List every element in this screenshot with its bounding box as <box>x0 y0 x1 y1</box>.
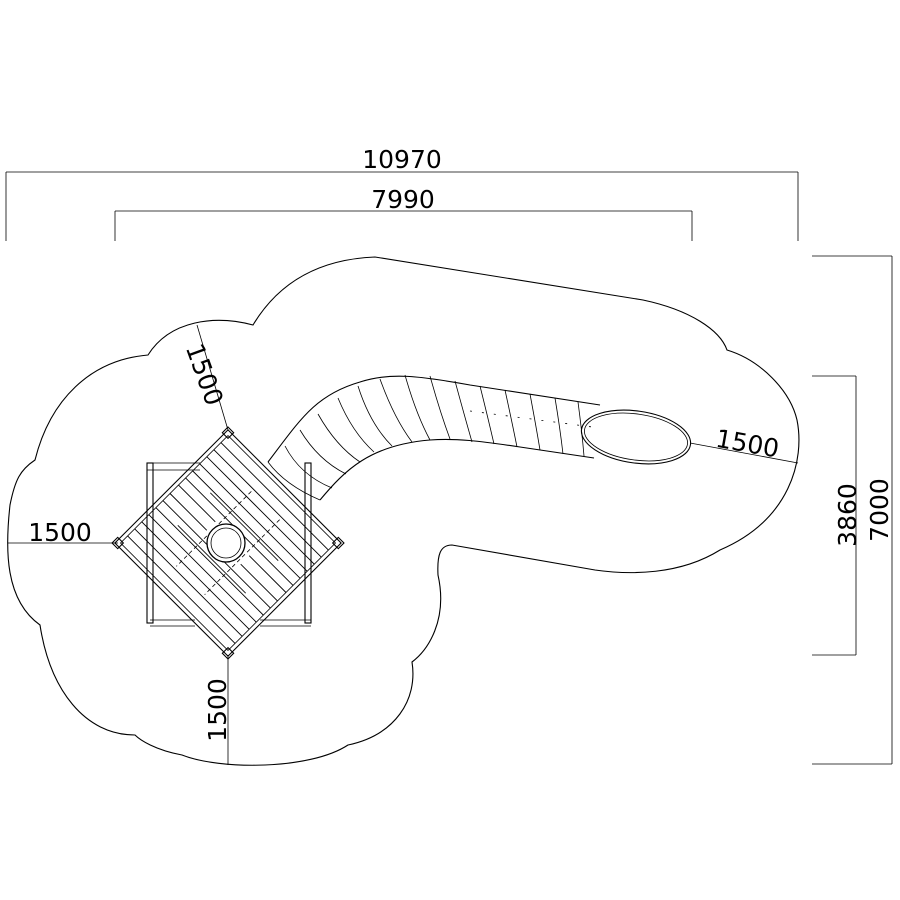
dimension-overall-width: 10970 <box>5 145 799 241</box>
safety-zone-bottom-label: 1500 <box>203 678 232 742</box>
dimension-structure-depth: 3860 <box>812 375 862 656</box>
dimension-structure-width: 7990 <box>114 185 693 241</box>
safety-zone-left-label: 1500 <box>28 518 92 547</box>
safety-zone-slide-exit-label: 1500 <box>714 424 782 464</box>
overall-width-label: 10970 <box>362 145 442 174</box>
tube-slide <box>267 374 692 501</box>
overall-depth-label: 7000 <box>865 478 894 542</box>
safety-zone-outline <box>7 256 800 766</box>
dimension-overall-depth: 7000 <box>812 255 894 765</box>
platform-supports <box>146 462 312 627</box>
structure-width-label: 7990 <box>371 185 435 214</box>
safety-radius-lines <box>8 324 799 765</box>
safety-zone-top-left-label: 1500 <box>180 340 229 410</box>
structure-depth-label: 3860 <box>833 483 862 547</box>
center-pole <box>206 523 246 563</box>
